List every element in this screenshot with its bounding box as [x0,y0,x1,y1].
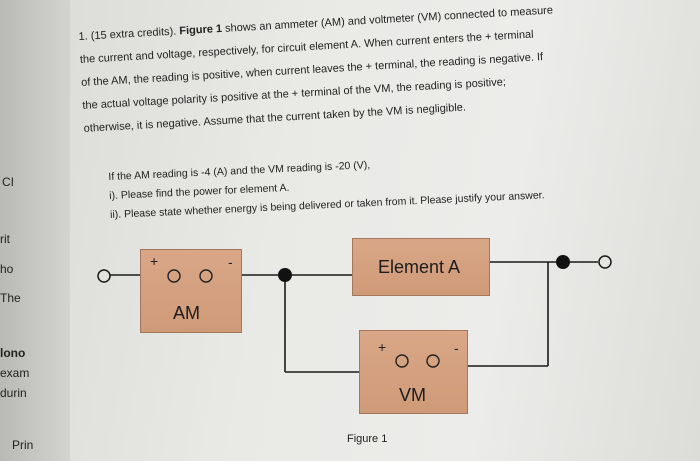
edge-text: lono [0,346,26,360]
element-a-box [352,238,490,296]
element-a-label: Element A [378,257,461,277]
figure-caption: Figure 1 [347,433,388,445]
voltmeter-box [359,330,468,414]
edge-text: CI [2,175,14,189]
edge-text: ho [0,262,14,276]
edge-text: The [0,291,21,305]
adjacent-page-edge: CI rit ho The lono exam durin Prin [0,0,70,461]
edge-text: durin [0,386,27,400]
edge-text: rit [0,232,10,246]
edge-text: exam [0,366,30,380]
node-dot [278,268,292,282]
terminal-open [598,255,612,269]
ammeter-plus: + [150,253,159,269]
ammeter-label: AM [173,303,200,323]
edge-text: Prin [12,438,34,452]
terminal-open [97,269,111,283]
ammeter-minus: - [228,254,233,270]
voltmeter-label: VM [399,385,426,405]
ammeter-box [140,249,242,333]
node-dot [556,255,570,269]
voltmeter-plus: + [378,339,387,355]
voltmeter-minus: - [454,340,459,356]
